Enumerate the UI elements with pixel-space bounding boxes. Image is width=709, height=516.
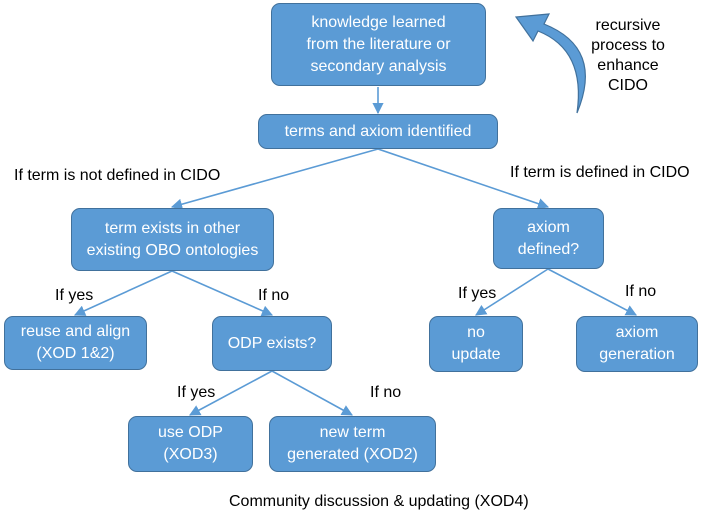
label-if-no-left: If no xyxy=(258,287,290,304)
node-knowledge-learned: knowledge learned from the literature or… xyxy=(271,3,486,86)
arrow-term-exists-to-odp xyxy=(171,270,274,317)
arrow-terms-to-term-exists xyxy=(170,148,379,210)
arrow-odp-to-use-odp xyxy=(189,370,273,416)
node-new-term-generated: new term generated (XOD2) xyxy=(269,416,436,472)
recursive-curved-arrow-icon xyxy=(514,13,586,114)
label-if-yes-left: If yes xyxy=(55,287,94,304)
node-odp-exists: ODP exists? xyxy=(212,316,332,371)
arrow-axiom-to-generation xyxy=(547,268,637,316)
arrow-odp-to-new-term xyxy=(271,370,353,416)
label-if-no-bottom: If no xyxy=(370,384,402,401)
label-if-yes-right: If yes xyxy=(458,285,497,302)
label-if-defined: If term is defined in CIDO xyxy=(510,164,690,181)
arrow-terms-to-axiom-defined xyxy=(377,148,550,210)
footer-community-discussion: Community discussion & updating (XOD4) xyxy=(229,493,529,510)
label-recursive-process: recursive process to enhance CIDO xyxy=(591,17,665,94)
node-term-exists-obo: term exists in other existing OBO ontolo… xyxy=(71,208,274,271)
arrow-term-exists-to-reuse xyxy=(73,270,173,316)
arrow-axiom-to-no-update xyxy=(475,268,549,316)
label-if-not-defined: If term is not defined in CIDO xyxy=(14,167,221,184)
node-terms-axiom-identified: terms and axiom identified xyxy=(258,114,498,149)
node-axiom-generation: axiom generation xyxy=(576,316,698,372)
node-reuse-align: reuse and align (XOD 1&2) xyxy=(4,316,147,370)
label-if-yes-bottom: If yes xyxy=(177,384,216,401)
node-axiom-defined: axiom defined? xyxy=(493,208,604,269)
node-use-odp: use ODP (XOD3) xyxy=(128,416,253,472)
node-no-update: no update xyxy=(429,316,523,372)
label-if-no-right: If no xyxy=(625,283,657,300)
